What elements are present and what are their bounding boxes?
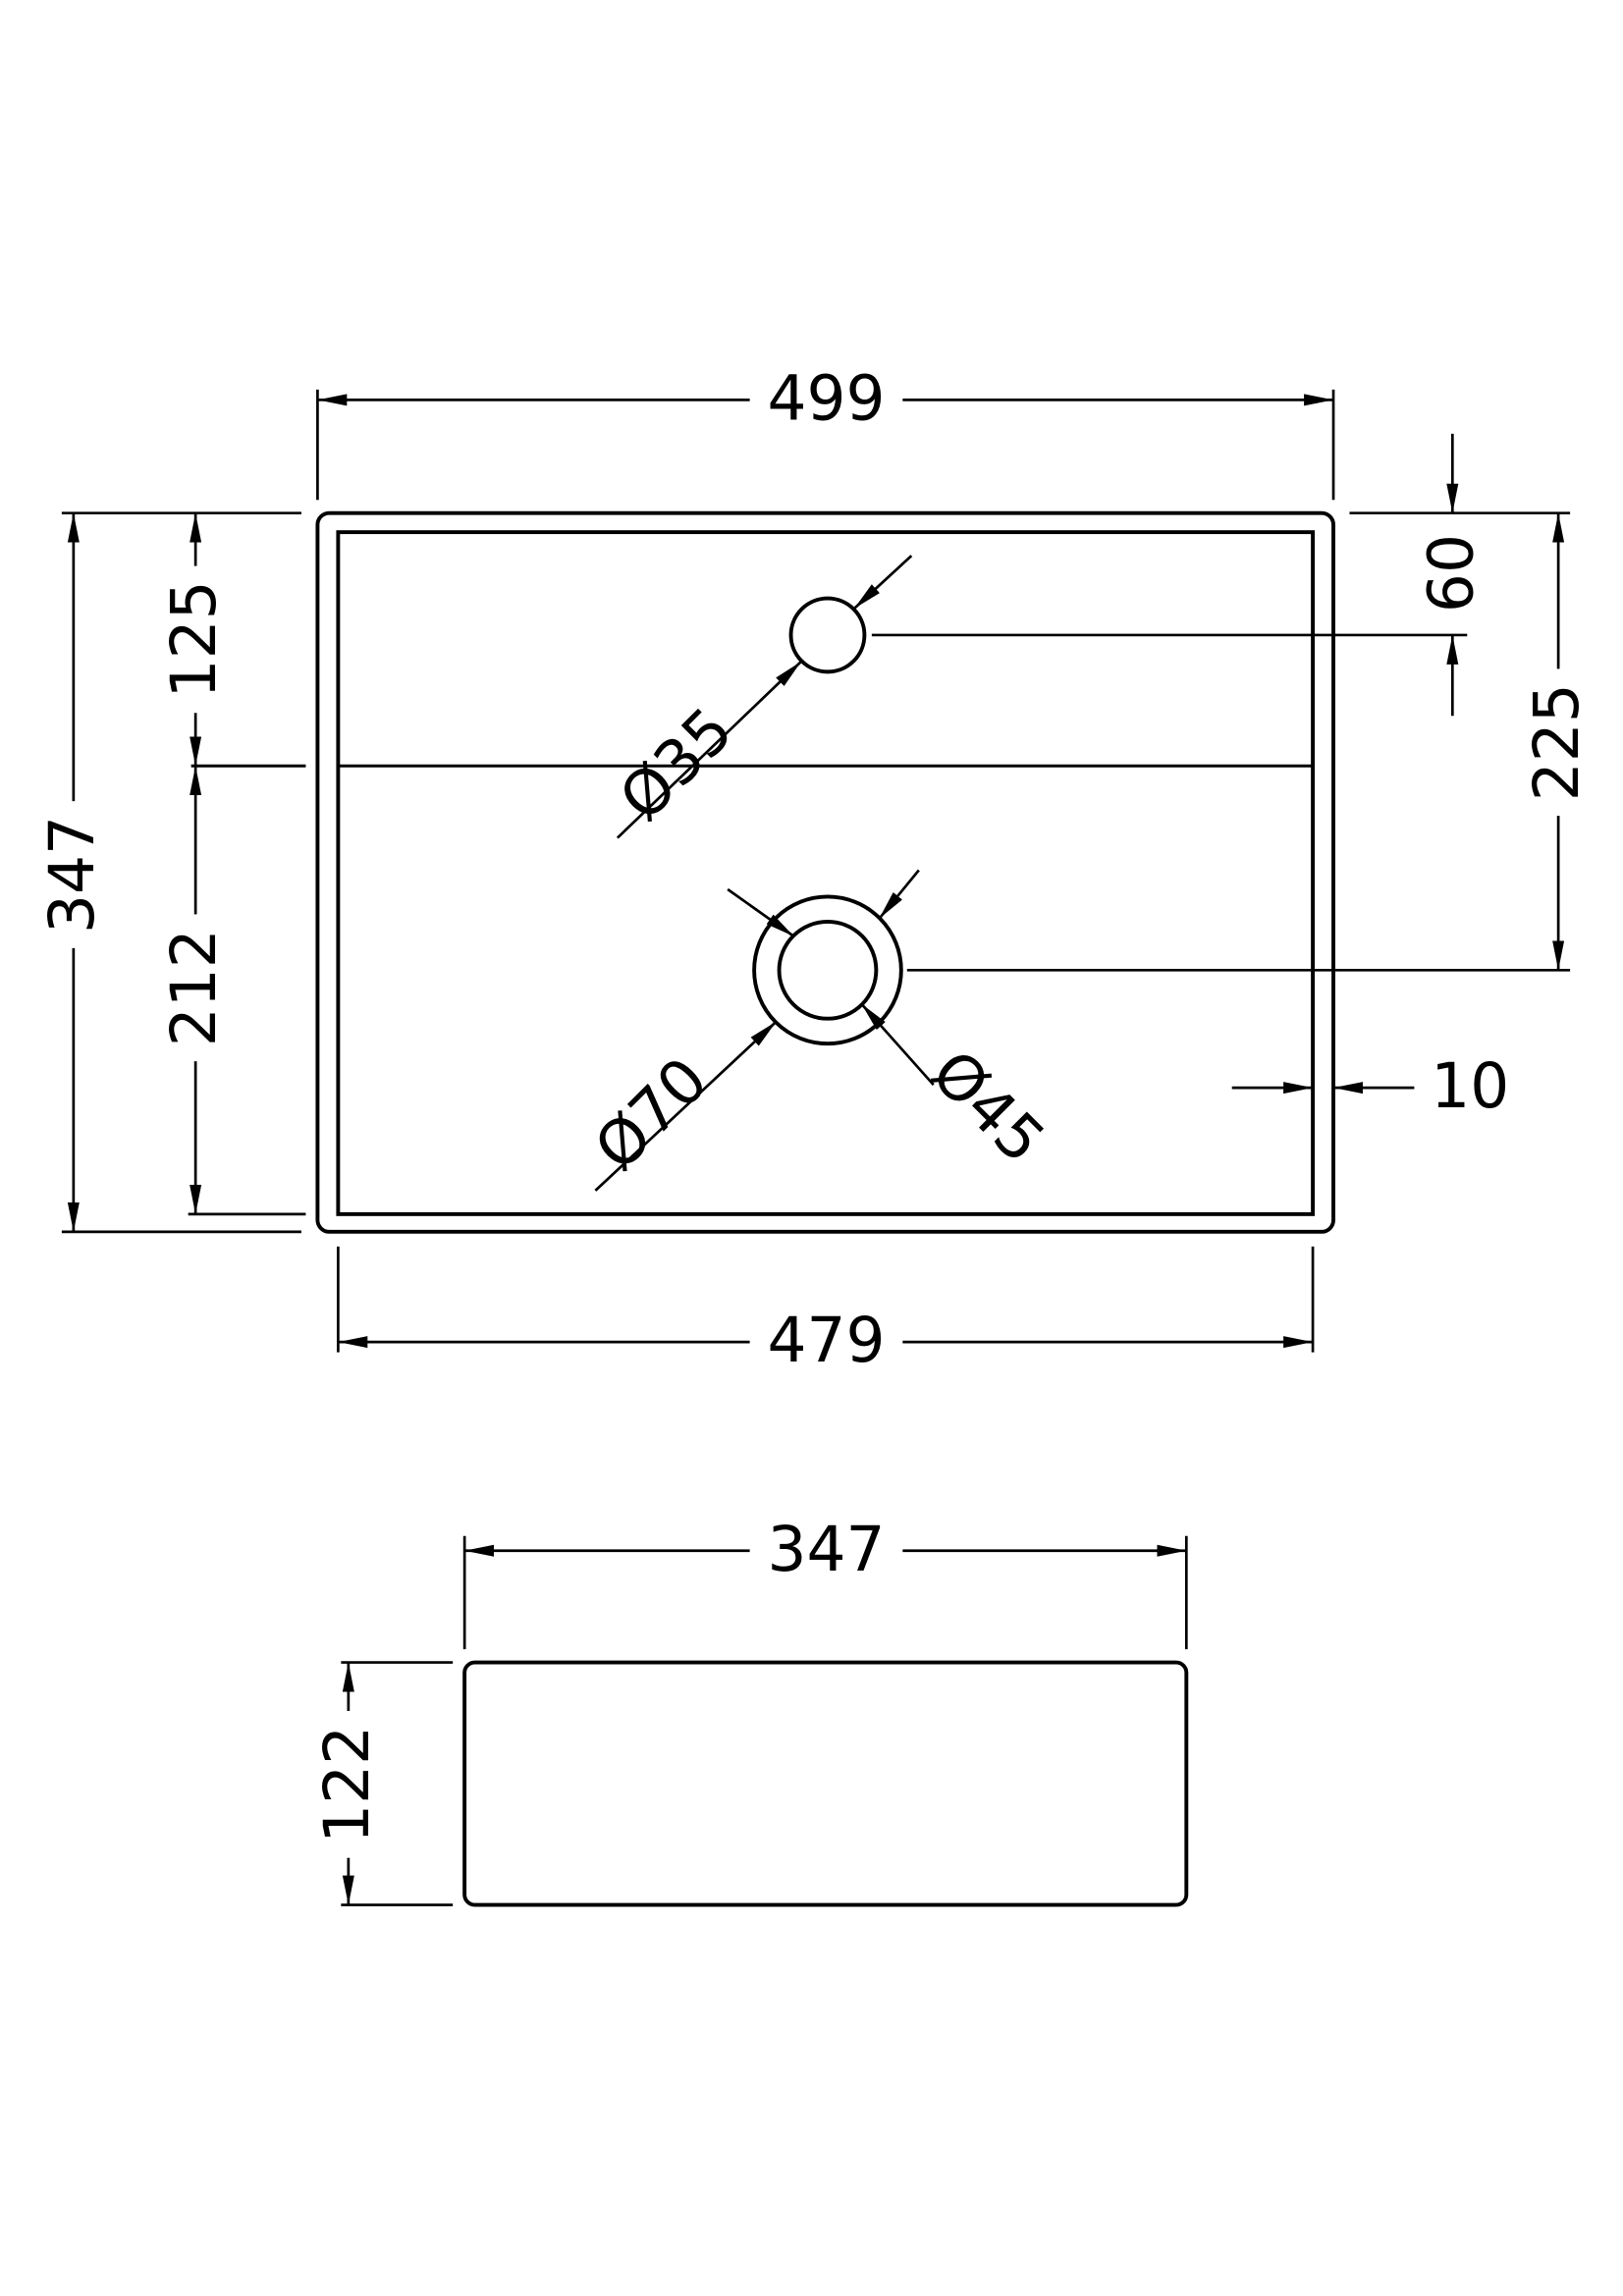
side-height-label: 122 (311, 1726, 383, 1843)
tap-offset-label: 60 (1415, 534, 1487, 613)
tap-hole (788, 596, 867, 674)
waste-from-back-label: 225 (1521, 683, 1593, 801)
basin-side-outline (462, 1660, 1189, 1907)
waste-outer (752, 894, 903, 1046)
tap-hole-from-back-label: 125 (158, 580, 230, 698)
overall-depth-label: 347 (36, 816, 108, 934)
rim-thickness-label: 10 (1431, 1050, 1509, 1122)
side-view: 347 122 (311, 1514, 1189, 1907)
side-width-label: 347 (767, 1514, 885, 1585)
plan-view: 499 347 125 212 60 225 10 Ø35 (36, 362, 1593, 1376)
front-section-label: 212 (158, 929, 230, 1046)
waste-inner-diameter-label: Ø45 (918, 1037, 1058, 1177)
basin-outer-outline (315, 510, 1335, 1234)
waste-outer-diameter-label: Ø70 (581, 1043, 722, 1184)
tap-hole-diameter-label: Ø35 (606, 694, 746, 834)
inner-width-label: 479 (767, 1305, 885, 1376)
overall-width-label: 499 (767, 362, 885, 434)
waste-inner (777, 919, 879, 1021)
basin-inner-outline (336, 530, 1316, 1216)
